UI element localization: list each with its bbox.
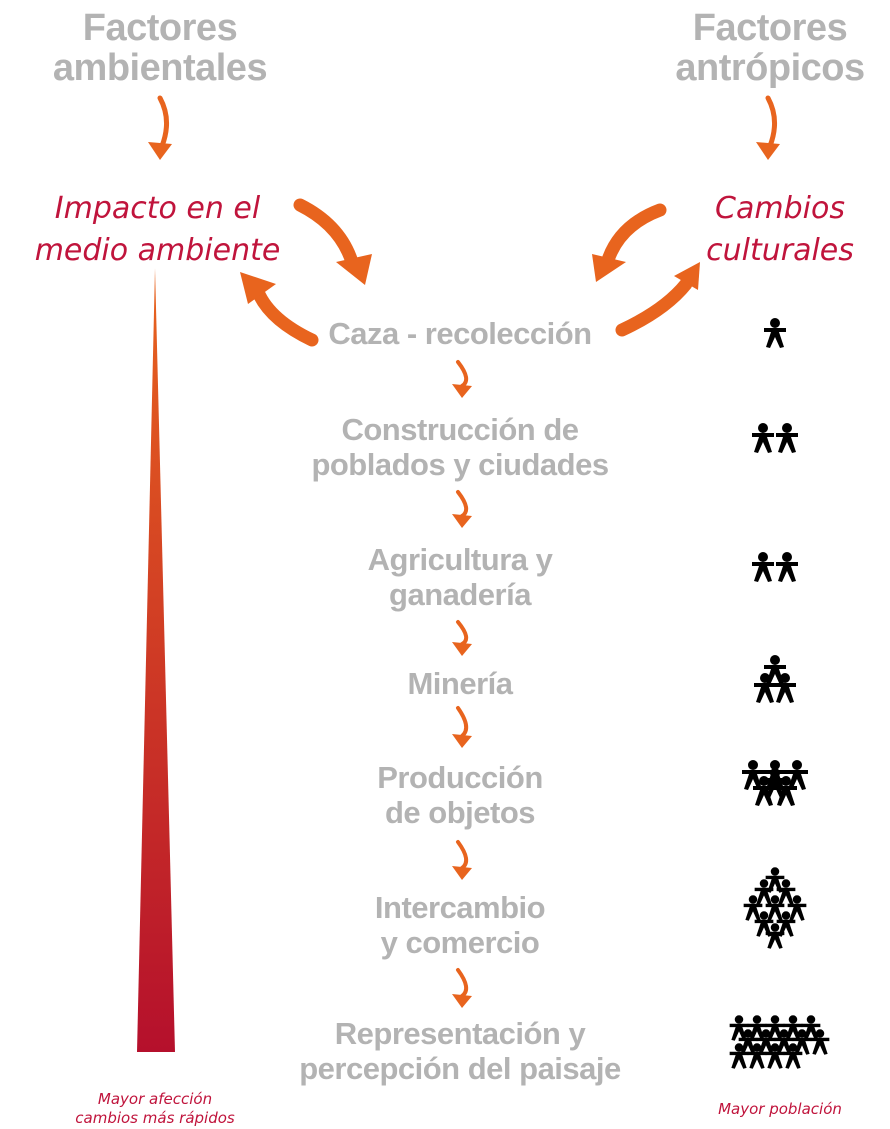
step-3-line1: Agricultura y: [367, 542, 553, 577]
header-antropicos: Factores antrópicos: [655, 8, 885, 88]
arrows-group: [148, 95, 780, 1008]
header-ambientales-line2: ambientales: [52, 47, 268, 89]
step-representacion: Representación y percepción del paisaje: [275, 1016, 645, 1086]
step-7-line1: Representación y: [334, 1016, 586, 1051]
step-caza-recoleccion: Caza - recolección: [290, 316, 630, 351]
header-ambientales-line1: Factores: [82, 7, 238, 49]
impact-wedge: [137, 268, 175, 1052]
curved-arrow-icon: [240, 272, 319, 347]
footer-mayor-afeccion: Mayor afección cambios más rápidos: [30, 1090, 280, 1128]
curved-arrow-icon: [615, 262, 700, 337]
person-icon: [765, 867, 785, 893]
person-icon: [752, 423, 774, 453]
step-4-line1: Minería: [407, 666, 513, 701]
person-icon: [776, 552, 798, 582]
step-2-line2: poblados y ciudades: [311, 447, 609, 482]
header-antropicos-line1: Factores: [692, 7, 848, 49]
person-icon: [786, 760, 808, 790]
cambios-line1: Cambios: [715, 191, 845, 226]
cambios-culturales-label: Cambios culturales: [680, 188, 880, 272]
impacto-line1: Impacto en el: [54, 191, 261, 226]
arrow-down-icon: [452, 490, 472, 528]
impacto-line2: medio ambiente: [34, 233, 281, 268]
step-agricultura: Agricultura y ganadería: [290, 542, 630, 612]
header-antropicos-line2: antrópicos: [675, 47, 865, 89]
step-intercambio: Intercambio y comercio: [290, 890, 630, 960]
step-6-line1: Intercambio: [374, 890, 546, 925]
step-2-line1: Construcción de: [341, 412, 579, 447]
step-6-line2: y comercio: [380, 925, 540, 960]
arrow-down-icon: [452, 840, 472, 880]
footer-right-line1: Mayor población: [718, 1100, 842, 1118]
step-mineria: Minería: [290, 666, 630, 701]
step-5-line1: Producción: [377, 760, 543, 795]
step-1-line1: Caza - recolección: [328, 316, 592, 351]
person-icon: [764, 318, 786, 348]
impacto-medio-ambiente-label: Impacto en el medio ambiente: [10, 188, 305, 272]
curved-arrow-icon: [592, 203, 667, 282]
person-icon: [752, 552, 774, 582]
footer-mayor-poblacion: Mayor población: [680, 1100, 880, 1119]
step-3-line2: ganadería: [389, 577, 531, 612]
step-construccion: Construcción de poblados y ciudades: [290, 412, 630, 482]
footer-left-line2: cambios más rápidos: [75, 1109, 235, 1127]
arrow-down-icon: [452, 360, 472, 398]
step-produccion: Producción de objetos: [290, 760, 630, 830]
cambios-line2: culturales: [706, 233, 854, 268]
arrow-down-icon: [452, 620, 472, 656]
person-icon: [742, 760, 764, 790]
footer-left-line1: Mayor afección: [97, 1090, 213, 1108]
arrow-down-icon: [148, 95, 172, 160]
step-5-line2: de objetos: [384, 795, 536, 830]
arrow-down-icon: [452, 968, 472, 1008]
header-ambientales: Factores ambientales: [40, 8, 280, 88]
population-icons: [729, 318, 830, 1069]
arrow-down-icon: [452, 706, 472, 748]
person-icon: [776, 423, 798, 453]
curved-arrow-icon: [293, 198, 372, 285]
step-7-line2: percepción del paisaje: [299, 1051, 621, 1086]
arrow-down-icon: [756, 95, 780, 160]
